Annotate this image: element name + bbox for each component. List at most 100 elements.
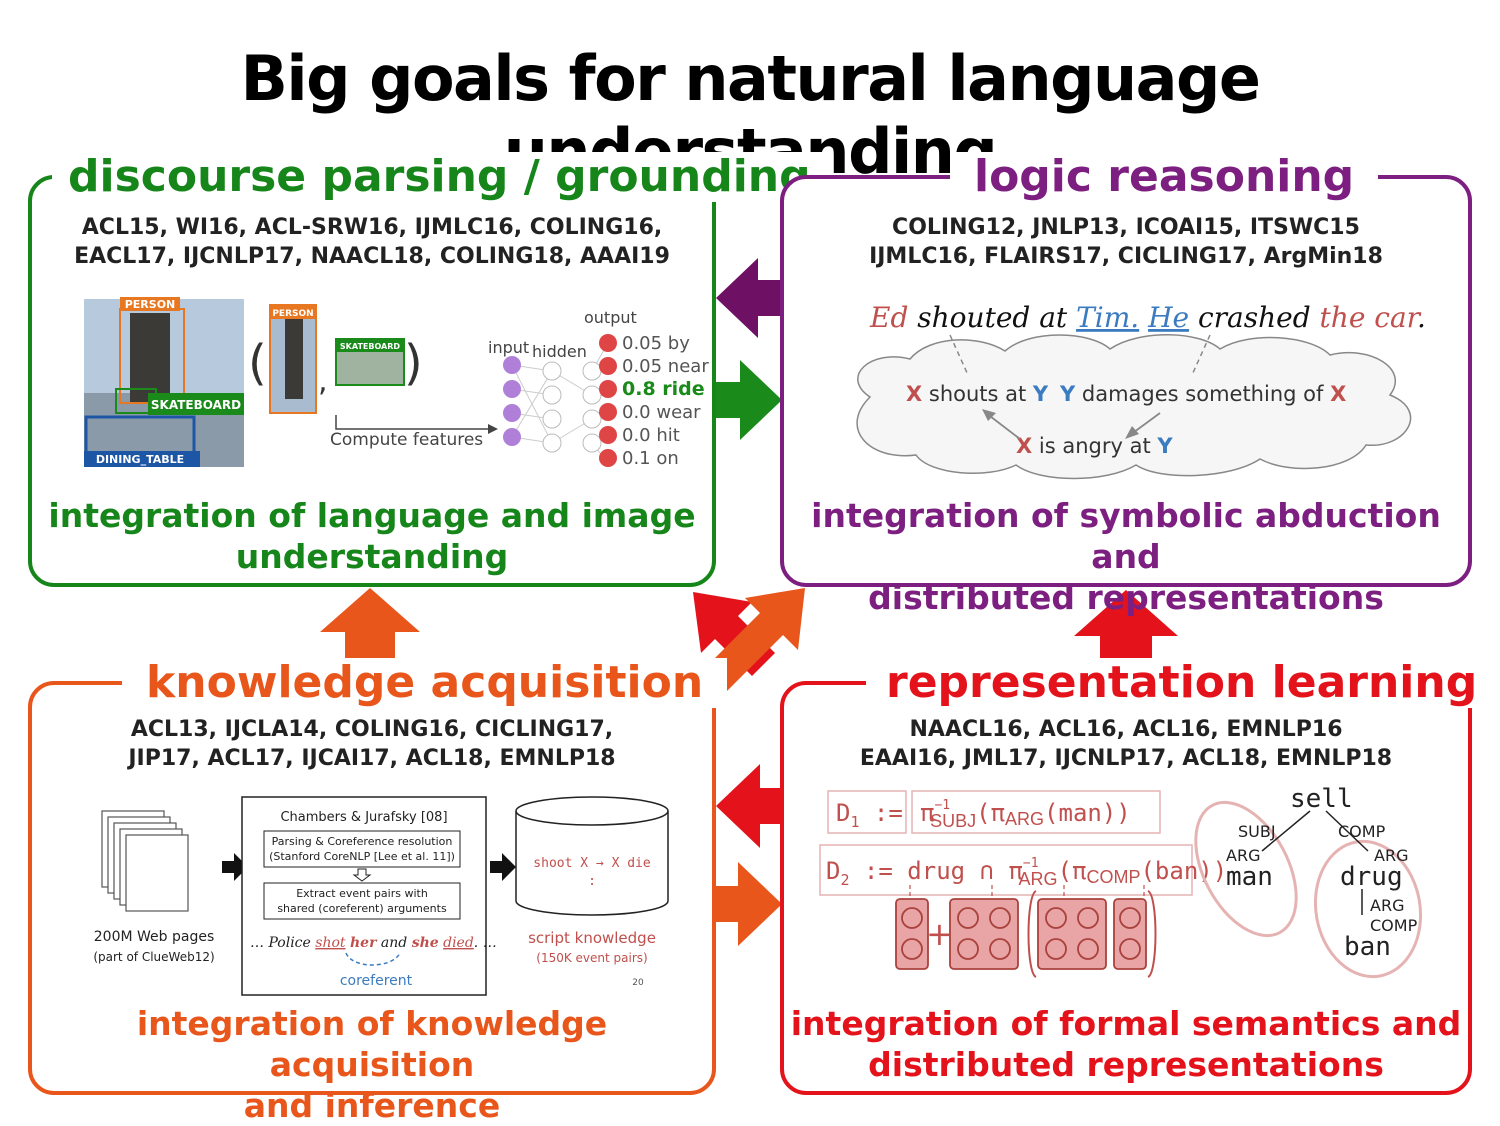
output-value: 0.05 by bbox=[622, 333, 690, 354]
discourse-panel: discourse parsing / grounding ACL15, WI1… bbox=[28, 152, 827, 587]
formula-d1: D1 := bbox=[836, 799, 903, 831]
tree-edge-label: ARG bbox=[1226, 846, 1260, 865]
skateboard-label: SKATEBOARD bbox=[151, 398, 241, 412]
tree-edge-label: COMP bbox=[1370, 916, 1418, 935]
refs-line: ACL13, IJCLA14, COLING16, CICLING17, bbox=[130, 717, 614, 742]
tree-edge-label: ARG bbox=[1374, 846, 1408, 865]
db-line: : bbox=[588, 874, 596, 889]
representation-panel: representation learning NAACL16, ACL16, … bbox=[780, 658, 1498, 1095]
discourse-integration: integration of language and image unders… bbox=[32, 495, 712, 577]
skateboard-crop: SKATEBOARD bbox=[335, 338, 405, 386]
knowledge-panel: knowledge acquisition ACL13, IJCLA14, CO… bbox=[28, 658, 728, 1125]
refs-line: ACL15, WI16, ACL-SRW16, IJMLC16, COLING1… bbox=[81, 215, 663, 240]
person-label: PERSON bbox=[125, 298, 176, 311]
tree-node-man: man bbox=[1226, 862, 1273, 892]
hidden-label: hidden bbox=[532, 342, 587, 361]
output-value: 0.1 on bbox=[622, 448, 679, 469]
logic-refs: COLING12, JNLP13, ICOAI15, ITSWC15 IJMLC… bbox=[784, 213, 1468, 271]
knowledge-title: knowledge acquisition bbox=[122, 658, 728, 708]
output-label: output bbox=[584, 308, 637, 327]
refs-line: NAACL16, ACL16, ACL16, EMNLP16 bbox=[909, 717, 1343, 742]
page-title: Big goals for natural language understan… bbox=[240, 42, 1261, 188]
db-line: shoot X → X die bbox=[533, 856, 651, 871]
representation-integration: integration of formal semantics and dist… bbox=[784, 1003, 1468, 1085]
person-crop: PERSON bbox=[269, 304, 317, 414]
refs-line: JIP17, ACL17, IJCAI17, ACL18, EMNLP18 bbox=[128, 746, 616, 771]
integration-line: integration of language and image bbox=[48, 496, 696, 535]
pages-sub: (part of ClueWeb12) bbox=[93, 950, 214, 964]
discourse-refs: ACL15, WI16, ACL-SRW16, IJMLC16, COLING1… bbox=[32, 213, 712, 271]
representation-refs: NAACL16, ACL16, ACL16, EMNLP16 EAAI16, J… bbox=[784, 715, 1468, 773]
output-value-highlight: 0.8 ride bbox=[622, 378, 705, 400]
arrow-knowledge-to-discourse bbox=[320, 588, 420, 668]
arrow-right-icon bbox=[222, 853, 248, 881]
skateboard-small-label: SKATEBOARD bbox=[340, 342, 400, 351]
refs-line: COLING12, JNLP13, ICOAI15, ITSWC15 bbox=[892, 215, 1360, 240]
arrow-discourse-to-logic bbox=[716, 360, 782, 440]
logic-integration: integration of symbolic abduction and di… bbox=[784, 495, 1468, 618]
logic-panel: logic reasoning COLING12, JNLP13, ICOAI1… bbox=[780, 152, 1472, 617]
page-number: 20 bbox=[632, 978, 644, 988]
web-pages-icon bbox=[101, 810, 189, 912]
pipeline-title: Chambers & Jurafsky [08] bbox=[280, 810, 447, 825]
abduction-figure: Ed shouted at Tim. He crashed the car. X… bbox=[856, 301, 1426, 480]
compute-features-label: Compute features bbox=[330, 430, 483, 450]
step2-line: shared (coreferent) arguments bbox=[277, 902, 447, 915]
person-small-label: PERSON bbox=[272, 309, 313, 319]
dependency-tree: sell SUBJ COMP ARG ARG man drug ARG COMP… bbox=[1194, 784, 1423, 979]
tree-edge-label: ARG bbox=[1370, 896, 1404, 915]
tree-node-sell: sell bbox=[1290, 784, 1353, 814]
step2-line: Extract event pairs with bbox=[296, 887, 428, 900]
dining-table-label: DINING_TABLE bbox=[96, 453, 184, 466]
step1-line: Parsing & Coreference resolution bbox=[272, 835, 453, 848]
tree-edge-label: SUBJ bbox=[1238, 822, 1276, 841]
refs-line: EACL17, IJCNLP17, NAACL18, COLING18, AAA… bbox=[74, 244, 670, 269]
tree-node-drug: drug bbox=[1340, 862, 1403, 892]
arrow-logic-to-discourse bbox=[716, 258, 782, 338]
coreference-example: … Police shot her and she died. … bbox=[250, 935, 497, 951]
knowledge-refs: ACL13, IJCLA14, COLING16, CICLING17, JIP… bbox=[32, 715, 712, 773]
hypothesis-damages: Y damages something of X bbox=[1059, 382, 1346, 406]
thought-cloud bbox=[856, 334, 1412, 480]
tree-node-ban: ban bbox=[1344, 932, 1391, 962]
arrow-knowledge-to-representation bbox=[716, 862, 782, 946]
script-knowledge-figure: 200M Web pages (part of ClueWeb12) Chamb… bbox=[93, 796, 669, 996]
integration-line: integration of knowledge acquisition bbox=[136, 1004, 608, 1084]
refs-line: IJMLC16, FLAIRS17, CICLING17, ArgMin18 bbox=[869, 244, 1383, 269]
output-value: 0.0 hit bbox=[622, 425, 680, 446]
representation-title: representation learning bbox=[866, 658, 1498, 708]
input-label: input bbox=[488, 338, 529, 357]
knowledge-integration: integration of knowledge acquisition and… bbox=[32, 1003, 712, 1126]
skateboard-photo: PERSON SKATEBOARD DINING_TABLE bbox=[84, 297, 244, 467]
integration-line: distributed representations bbox=[868, 1045, 1384, 1084]
integration-line: integration of formal semantics and bbox=[790, 1004, 1462, 1043]
tree-edge-label: COMP bbox=[1338, 822, 1386, 841]
plus-sign: + bbox=[926, 915, 953, 953]
pages-label: 200M Web pages bbox=[94, 929, 214, 945]
vector-boxes bbox=[895, 898, 1147, 970]
arrow-right-icon bbox=[490, 853, 516, 881]
integration-line: understanding bbox=[235, 537, 509, 576]
integration-line: distributed representations bbox=[868, 578, 1384, 617]
refs-line: EAAI16, JML17, IJCNLP17, ACL18, EMNLP18 bbox=[859, 746, 1393, 771]
output-value: 0.05 near bbox=[622, 356, 709, 377]
script-sub-label: (150K event pairs) bbox=[536, 951, 647, 965]
integration-line: and inference bbox=[243, 1086, 501, 1125]
step1-line: (Stanford CoreNLP [Lee et al. 11]) bbox=[269, 850, 455, 863]
hypothesis-shouts: X shouts at Y bbox=[906, 382, 1049, 406]
neural-network: input hidden output 0.05 by 0.05 near 0.… bbox=[488, 308, 709, 469]
paren-open: ( bbox=[248, 335, 267, 391]
script-knowledge-label: script knowledge bbox=[528, 929, 656, 947]
image-captioning-figure: PERSON SKATEBOARD DINING_TABLE ( PERSON … bbox=[84, 297, 709, 469]
arrow-representation-to-knowledge bbox=[716, 764, 782, 848]
discourse-title: discourse parsing / grounding bbox=[52, 152, 827, 202]
example-sentence: Ed shouted at Tim. He crashed the car. bbox=[869, 301, 1426, 334]
arrow-representation-to-logic bbox=[1074, 590, 1178, 666]
integration-line: integration of symbolic abduction and bbox=[811, 496, 1441, 576]
logic-title: logic reasoning bbox=[950, 152, 1379, 202]
output-value: 0.0 wear bbox=[622, 402, 701, 423]
